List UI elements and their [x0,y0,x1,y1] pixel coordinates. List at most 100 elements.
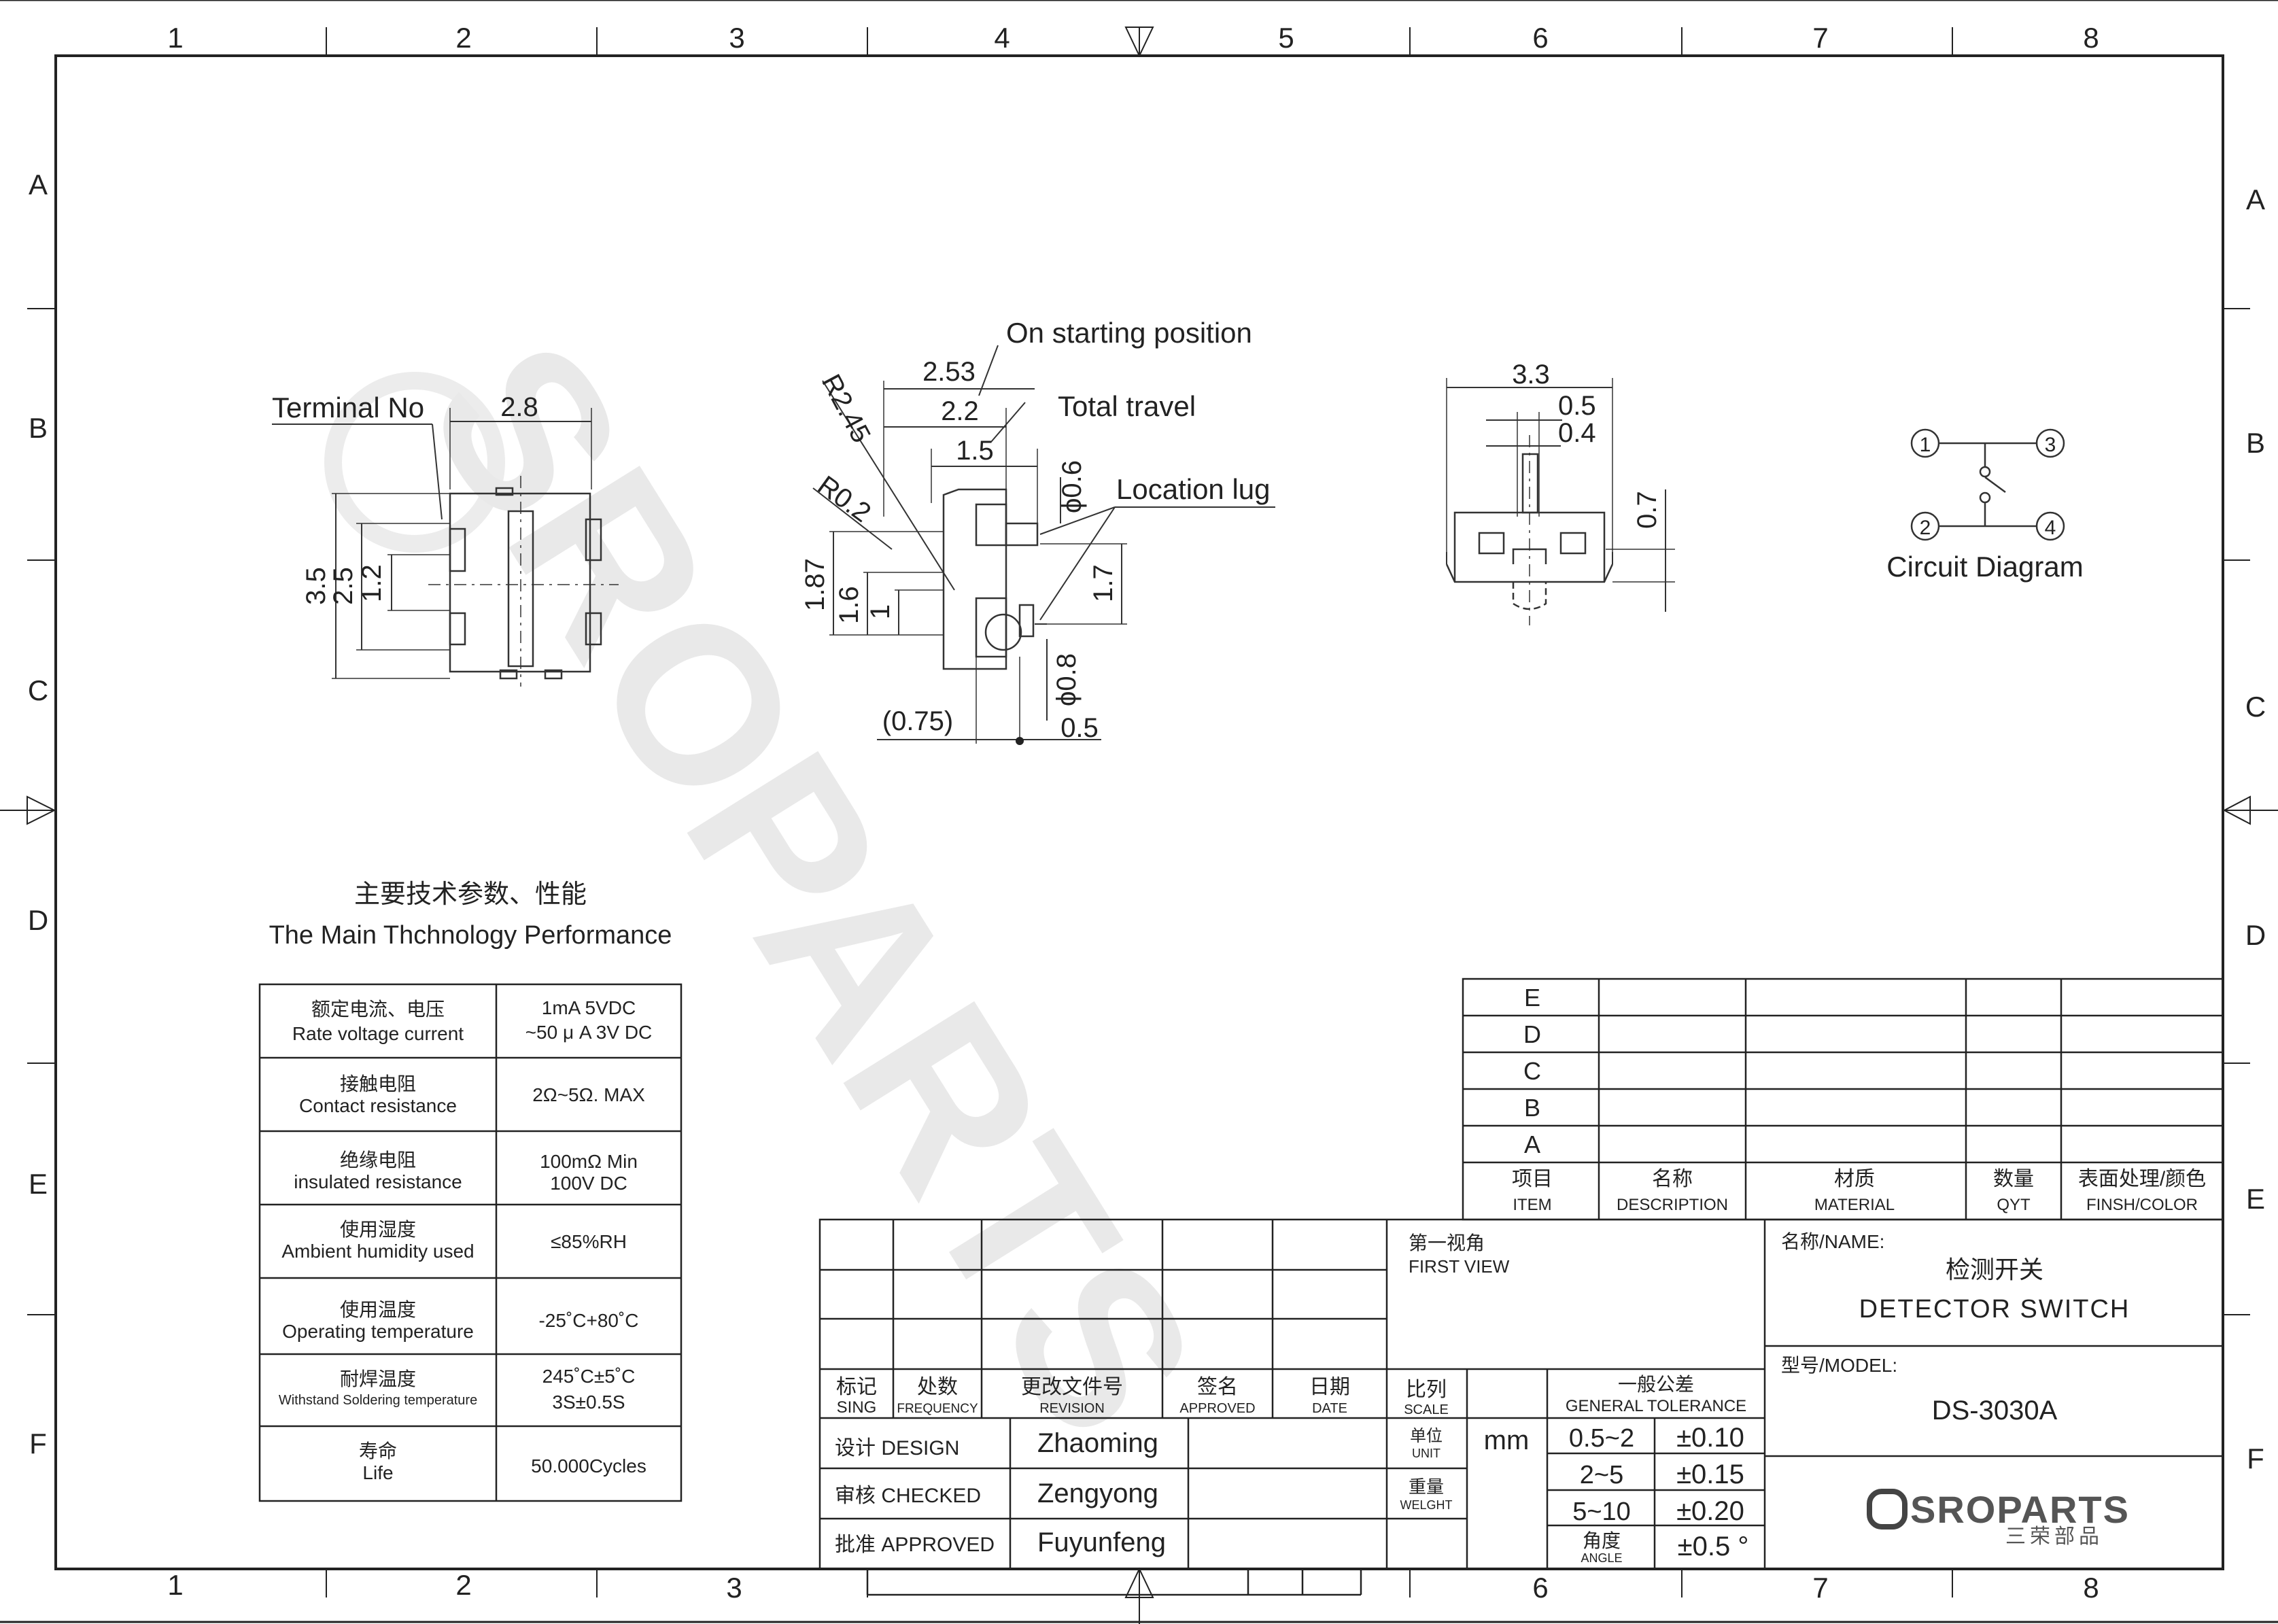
checker-name: Zengyong [1037,1479,1158,1508]
rev-header-cn: 处数 [917,1376,958,1398]
spec-row-en: Ambient humidity used [281,1241,474,1262]
col-label: 2 [455,1569,471,1601]
spec-row-value: 245˚C±5˚C [542,1366,636,1387]
dim-2-8: 2.8 [500,392,538,422]
pin-4: 4 [2045,517,2056,539]
scale-cn: 比列 [1406,1379,1447,1401]
pin-3: 3 [2045,434,2056,456]
bom-header-en: DESCRIPTION [1617,1196,1728,1214]
row-label: B [2246,427,2265,459]
weight-en: WELGHT [1400,1498,1452,1512]
circuit-diagram [1910,428,2065,541]
bom-header-cn: 材质 [1834,1168,1875,1190]
tolerance-range: 0.5~2 [1569,1424,1634,1453]
angle-tolerance: ±0.5 ° [1678,1532,1749,1561]
first-view-en: FIRST VIEW [1409,1256,1510,1277]
dim-2-2: 2.2 [941,396,979,426]
dim-0-5: 0.5 [1558,391,1596,421]
spec-rows: 额定电流、电压 Rate voltage current 1mA 5VDC ~5… [279,997,652,1483]
tolerance-en: GENERAL TOLERANCE [1566,1397,1746,1415]
dim-3-3: 3.3 [1512,360,1550,390]
rev-header-en: SING [837,1398,877,1417]
row-label: E [2246,1183,2265,1215]
total-travel-callout: Total travel [1058,390,1196,422]
weight-cn: 重量 [1409,1476,1444,1497]
spec-row-en: Life [362,1462,393,1483]
dim-0-75: (0.75) [882,706,954,736]
dim-r0-2: R0.2 [812,470,876,528]
name-label: 名称/NAME: [1781,1231,1884,1252]
bom-headers: 项目 ITEM 名称 DESCRIPTION 材质 MATERIAL 数量 QY… [1512,1168,2206,1214]
spec-table [258,983,683,1502]
dim-1: 1 [865,604,895,619]
spec-row-value: 1mA 5VDC [542,997,636,1018]
row-label: D [28,904,48,936]
col-label: 3 [729,22,744,54]
spec-title-cn: 主要技术参数、性能 [354,880,587,909]
spec-row-cn: 接触电阻 [340,1073,416,1094]
col-label: 6 [1532,22,1548,54]
spec-row-cn: 耐焊温度 [340,1368,416,1389]
col-label: 2 [455,22,471,54]
bom-rows: E D C B A [1523,984,1541,1158]
row-label: D [2245,919,2266,951]
product-name-en: DETECTOR SWITCH [1859,1295,2130,1324]
spec-row-en: Contact resistance [299,1095,457,1116]
bom-header-cn: 项目 [1512,1168,1553,1190]
row-label: F [29,1428,47,1459]
spec-row-value: 50.000Cycles [531,1455,646,1476]
col-label: 4 [994,22,1009,54]
model-number: DS-3030A [1932,1396,2058,1426]
tolerance-value: ±0.15 [1676,1459,1744,1489]
spec-row-cn: 使用温度 [340,1299,416,1320]
spec-row-en: Withstand Soldering temperature [279,1393,477,1408]
spec-title-en: The Main Thchnology Performance [269,921,672,950]
col-label: 3 [726,1572,742,1604]
col-label: 1 [167,22,183,54]
spec-row-value: ~50 μ A 3V DC [525,1022,653,1043]
center-mark-bottom [1124,1567,1154,1598]
col-label: 1 [167,1569,183,1601]
scale-en: SCALE [1404,1402,1449,1417]
rev-header-en: DATE [1312,1401,1347,1416]
spec-row-en: Operating temperature [282,1321,474,1342]
row-label: A [2246,184,2265,215]
dim-0-4: 0.4 [1558,418,1596,448]
row-label: F [2247,1442,2264,1474]
spec-row-en: Rate voltage current [292,1023,464,1044]
spec-row-value: 100V DC [550,1173,627,1194]
rev-header-cn: 日期 [1309,1376,1350,1398]
bom-header-cn: 数量 [1993,1168,2034,1190]
tolerance-value: ±0.10 [1676,1423,1744,1453]
tolerance-range: 5~10 [1572,1498,1631,1526]
bom-header-en: ITEM [1513,1196,1551,1214]
designer-name: Zhaoming [1037,1428,1158,1458]
unit-cn: 单位 [1410,1427,1443,1445]
bom-row-label: B [1524,1094,1540,1122]
angle-en: ANGLE [1581,1551,1622,1565]
spec-row-value: 2Ω~5Ω. MAX [532,1084,645,1105]
spec-row-value: -25˚C+80˚C [538,1310,638,1331]
dim-1-5: 1.5 [956,436,994,466]
rev-header-en: REVISION [1039,1401,1105,1416]
bom-header-cn: 名称 [1652,1168,1693,1190]
on-starting-position-callout: On starting position [1006,317,1252,349]
circuit-diagram-label: Circuit Diagram [1886,551,2083,583]
dim-1-6: 1.6 [834,586,864,624]
approver-name: Fuyunfeng [1037,1527,1166,1557]
rev-header-en: FREQUENCY [897,1402,978,1416]
col-label: 7 [1812,22,1828,54]
model-label: 型号/MODEL: [1781,1355,1897,1376]
dim-phi-0-6: ϕ0.6 [1057,460,1087,513]
bom-row-label: A [1524,1130,1540,1158]
bom-header-en: QYT [1997,1196,2031,1214]
design-role: 设计 DESIGN [835,1437,959,1459]
spec-row-cn: 使用湿度 [340,1219,416,1240]
spec-row-en: insulated resistance [294,1171,462,1192]
product-name-cn: 检测开关 [1946,1256,2043,1283]
row-label: C [28,674,48,706]
dim-1-2: 1.2 [357,564,387,602]
approved-role: 批准 APPROVED [835,1534,995,1556]
center-mark-top [1124,27,1154,58]
pin-1: 1 [1920,434,1931,456]
